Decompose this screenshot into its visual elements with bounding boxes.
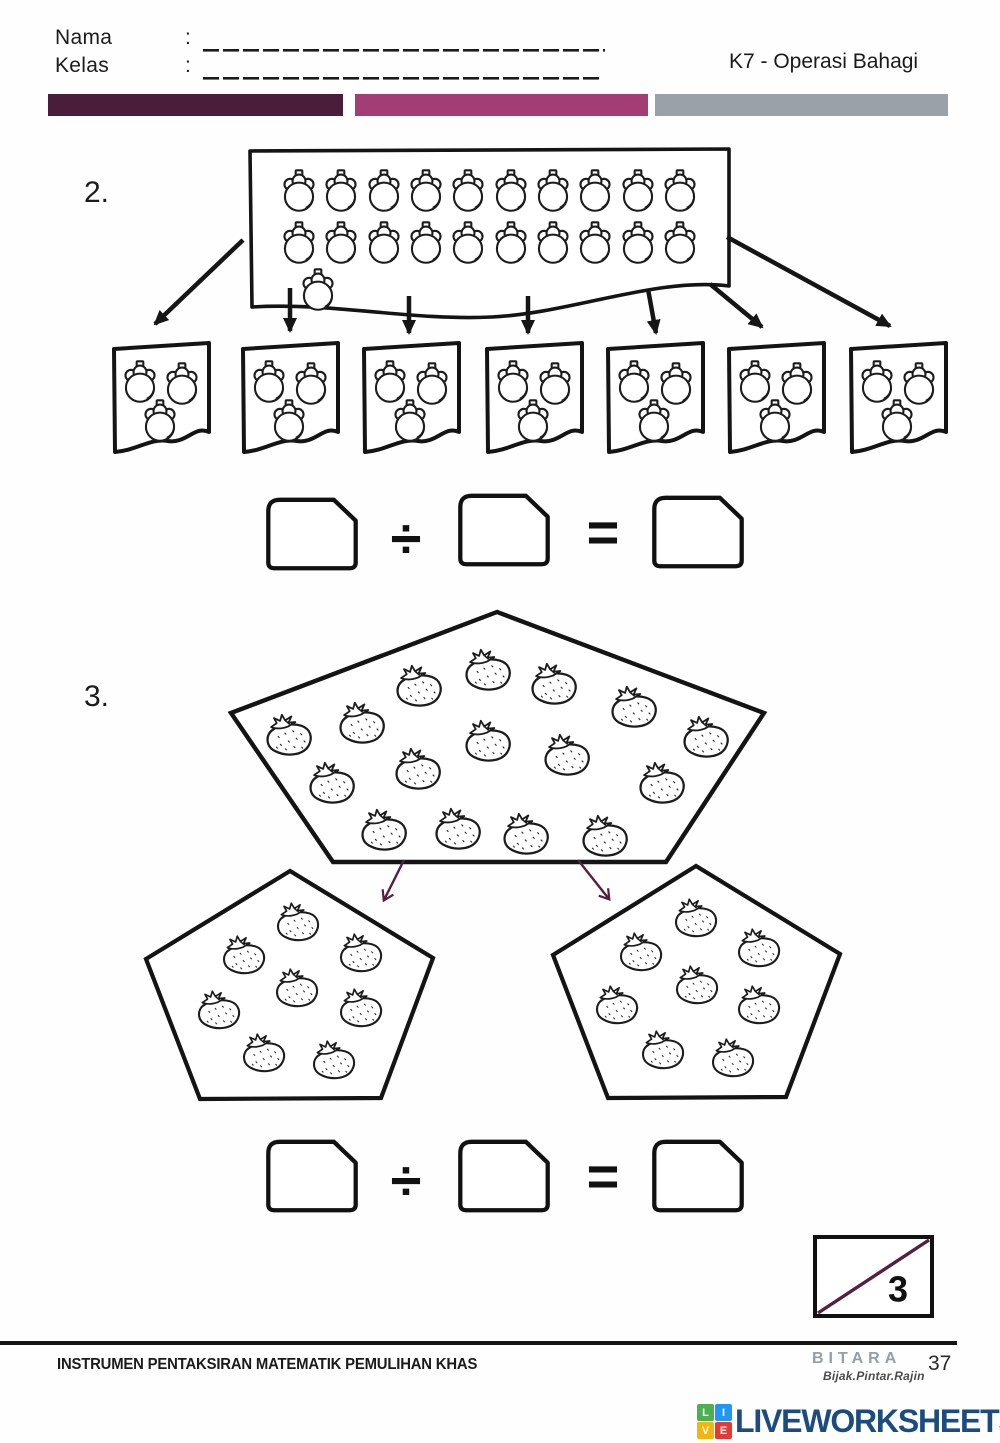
- logo-letter-square: V: [697, 1422, 714, 1439]
- q2-divisor-box[interactable]: [460, 496, 547, 564]
- logo-letter-square: I: [715, 1404, 732, 1421]
- page-title: K7 - Operasi Bahagi: [729, 50, 919, 73]
- footer-text: INSTRUMEN PENTAKSIRAN MATEMATIK PEMULIHA…: [57, 1356, 478, 1373]
- page-number: 37: [928, 1352, 952, 1375]
- fruit-group-card: [727, 341, 826, 454]
- header-bar-maroon: [48, 94, 343, 116]
- q2-equals-sign: =: [587, 501, 620, 564]
- footer-divider: [0, 1341, 957, 1345]
- q3-dividend-box[interactable]: [268, 1142, 355, 1210]
- logo-letter-square: L: [697, 1404, 714, 1421]
- score-box-marks: 3: [888, 1269, 908, 1310]
- header-bar-gray: [655, 94, 948, 116]
- header-bar-magenta: [355, 94, 648, 116]
- q3-division-arrows: [381, 859, 611, 903]
- q3-equals-sign: =: [587, 1145, 620, 1208]
- class-field-line[interactable]: [203, 58, 601, 80]
- q3-divide-sign: ÷: [391, 1149, 422, 1212]
- fruit-group-card: [849, 341, 948, 454]
- name-label: Nama: [55, 26, 113, 49]
- question-3-number: 3.: [84, 680, 110, 713]
- q3-divisor-box[interactable]: [460, 1142, 547, 1210]
- fruit-group-card: [241, 341, 340, 454]
- brand-bitara: BITARA: [812, 1350, 902, 1367]
- question-2-number: 2.: [84, 176, 110, 209]
- q3-quotient-box[interactable]: [654, 1142, 741, 1210]
- logo-letter-square: E: [715, 1422, 732, 1439]
- fruit-group-card: [606, 341, 705, 454]
- q2-division-arrows: [153, 235, 892, 335]
- q2-dividend-box[interactable]: [268, 500, 355, 568]
- fruit-group-card: [485, 341, 584, 454]
- q2-quotient-box[interactable]: [654, 498, 741, 566]
- class-colon: :: [185, 54, 192, 77]
- class-label: Kelas: [55, 54, 110, 77]
- q2-divide-sign: ÷: [391, 507, 422, 570]
- fruit-group-card: [362, 341, 461, 454]
- brand-tagline: Bijak.Pintar.Rajin: [823, 1369, 925, 1383]
- name-field-line[interactable]: [203, 30, 605, 52]
- fruit-group-card: [112, 341, 211, 454]
- score-box-diagonal: [817, 1238, 930, 1315]
- liveworksheets-logo-text: LIVEWORKSHEETS: [735, 1403, 1000, 1439]
- name-colon: :: [185, 26, 192, 49]
